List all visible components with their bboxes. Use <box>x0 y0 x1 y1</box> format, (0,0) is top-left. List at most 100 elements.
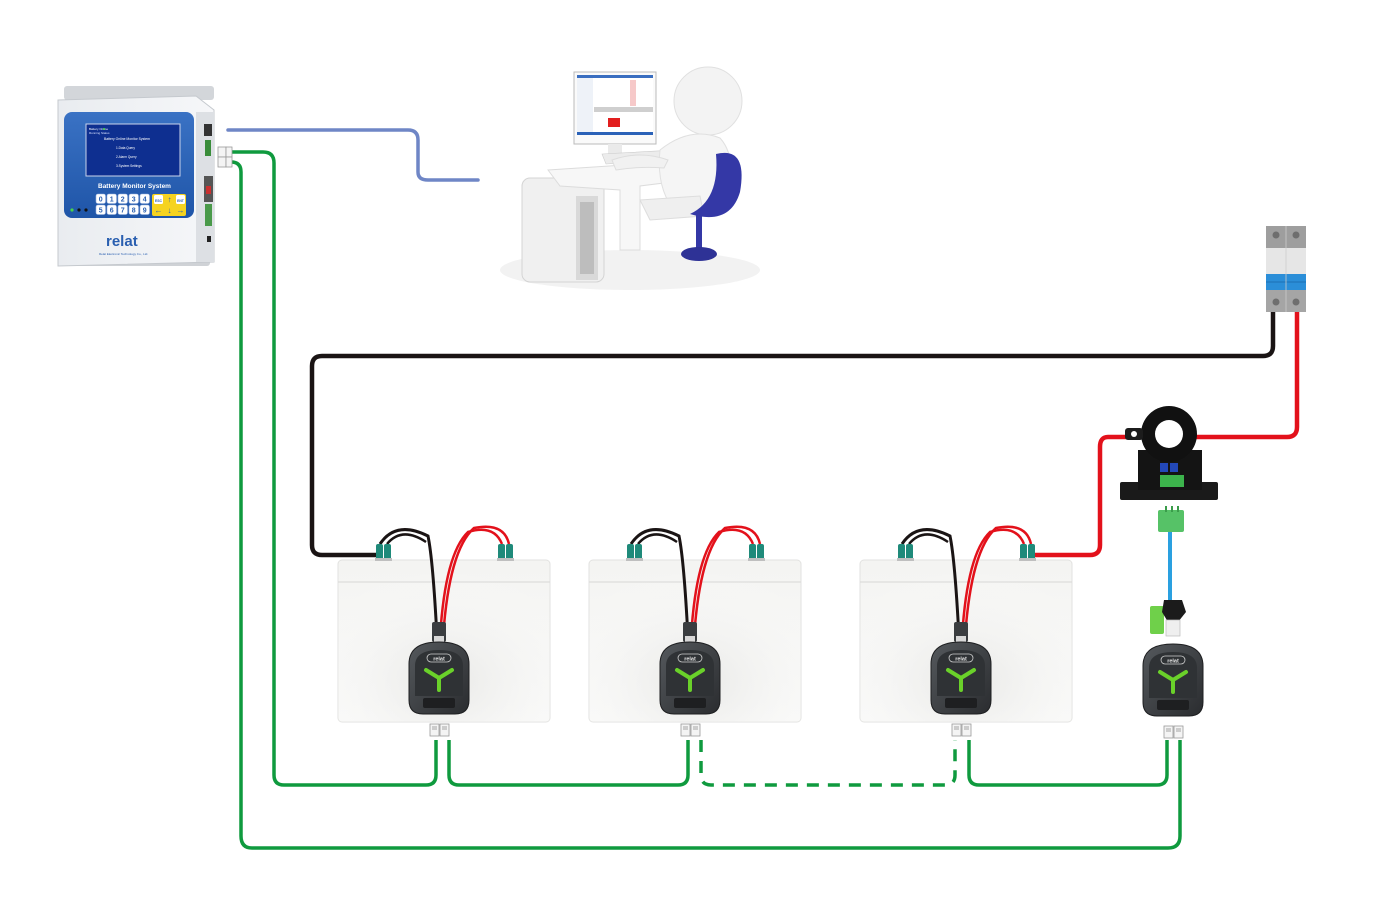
keypad-key-label: 8 <box>132 207 136 214</box>
positive-sense-lead <box>438 528 504 639</box>
keypad-key-label: 6 <box>110 207 114 214</box>
keypad-key-0[interactable]: 0 <box>95 193 106 204</box>
chair <box>681 152 742 261</box>
signal-plug <box>1162 600 1186 622</box>
module-status-panel <box>423 698 455 708</box>
negative-sense-lead <box>378 528 439 639</box>
keypad-key-label: 3 <box>132 196 136 203</box>
module-brand-logo: relat <box>684 657 696 663</box>
keypad-key-7[interactable]: 7 <box>117 204 128 215</box>
led-run <box>70 208 74 212</box>
nav-key-label: ESC <box>155 199 163 203</box>
nav-key-label: ENT <box>177 199 185 203</box>
sensor-input-plug <box>1150 606 1164 634</box>
battery-1[interactable]: relat <box>337 525 551 737</box>
module-logo-y-icon <box>946 668 976 692</box>
nav-key-5[interactable]: → <box>177 206 185 215</box>
battery-monitor-host[interactable]: Battery Online Running Status Battery On… <box>57 86 233 267</box>
positive-sense-lead <box>689 528 755 639</box>
positive-cable <box>1034 312 1300 558</box>
keypad-key-1[interactable]: 1 <box>106 193 117 204</box>
battery-terminal-connector <box>375 544 392 561</box>
nav-key-label: ↓ <box>168 206 172 215</box>
led-com <box>77 208 81 212</box>
comm-bus-battery-n-to-current-module <box>967 740 1169 787</box>
host-brand-logo: relat <box>106 233 138 250</box>
bus-port-1[interactable] <box>217 146 227 158</box>
keypad-key-5[interactable]: 5 <box>95 204 106 215</box>
keypad-key-8[interactable]: 8 <box>128 204 139 215</box>
lan-port[interactable] <box>204 124 212 136</box>
comm-bus-host-to-battery-1 <box>232 150 438 787</box>
monitor-module[interactable]: relat <box>408 622 470 737</box>
figure-person <box>611 66 743 221</box>
battery-2[interactable]: relat <box>588 525 802 737</box>
pc-tower <box>521 177 605 283</box>
module-logo-y-icon <box>1158 670 1188 694</box>
keypad-key-6[interactable]: 6 <box>106 204 117 215</box>
nav-key-2[interactable]: ENT <box>176 195 185 204</box>
monitor-module[interactable]: relat <box>1142 643 1204 739</box>
keypad-key-9[interactable]: 9 <box>139 204 150 215</box>
screen-header: Battery Online <box>89 127 108 131</box>
battery-n[interactable]: relat <box>859 525 1073 737</box>
svg-text:Running Status: Running Status <box>89 131 110 135</box>
module-brand-logo: relat <box>433 657 445 663</box>
keypad-key-label: 0 <box>99 196 103 203</box>
battery-terminal-connector <box>497 544 514 561</box>
battery-terminal-connector <box>1019 544 1036 561</box>
keypad-key-label: 4 <box>143 196 147 203</box>
monitor-module[interactable]: relat <box>659 622 721 737</box>
terminal-block <box>205 140 211 156</box>
comm-bus-battery-1-to-battery-2 <box>447 740 690 787</box>
module-brand-logo: relat <box>1167 659 1179 665</box>
led-lan <box>84 208 88 212</box>
nav-key-label: ↑ <box>168 195 172 204</box>
module-status-panel <box>1157 700 1189 710</box>
module-logo-y-icon <box>424 668 454 692</box>
negative-sense-lead <box>629 528 690 639</box>
hall-current-sensor[interactable] <box>1120 406 1218 532</box>
module-status-panel <box>945 698 977 708</box>
host-company-name: Relat Electronic Technology Co., Ltd. <box>99 252 148 256</box>
keypad-key-4[interactable]: 4 <box>139 193 150 204</box>
screen-menu-item[interactable]: 3.System Settings <box>116 164 142 168</box>
wires <box>226 128 1300 850</box>
keypad-key-label: 7 <box>121 207 125 214</box>
keypad-key-label: 9 <box>143 207 147 214</box>
monitor-module[interactable]: relat <box>930 622 992 737</box>
battery-terminal-connector <box>626 544 643 561</box>
battery-string: relat relat relat <box>337 525 1073 737</box>
sensor-connector <box>1158 510 1184 532</box>
nav-key-1[interactable]: ↑ <box>168 195 172 204</box>
nav-key-4[interactable]: ↓ <box>168 206 172 215</box>
nav-key-label: → <box>177 206 185 215</box>
module-brand-logo: relat <box>955 657 967 663</box>
current-acquisition-module[interactable]: relat <box>1142 600 1204 739</box>
host-screen: Battery Online Running Status Battery On… <box>85 123 181 177</box>
negative-cable <box>309 312 1276 558</box>
nav-key-label: ← <box>155 206 163 215</box>
screen-menu-item[interactable]: 2.Alarm Query <box>116 155 137 159</box>
battery-terminal-connector <box>897 544 914 561</box>
comm-bus-battery-2-to-battery-n <box>699 740 957 787</box>
io-terminal <box>205 204 212 226</box>
ethernet-cable <box>226 128 480 182</box>
nav-key-3[interactable]: ← <box>155 206 163 215</box>
keypad-key-label: 2 <box>121 196 125 203</box>
screen-menu-item[interactable]: 1.Data Query <box>116 146 135 150</box>
nav-key-0[interactable]: ESC <box>154 195 163 204</box>
monitoring-workstation[interactable] <box>500 66 760 290</box>
keypad-key-2[interactable]: 2 <box>117 193 128 204</box>
module-logo-y-icon <box>675 668 705 692</box>
circuit-breaker[interactable] <box>1266 226 1306 312</box>
negative-sense-lead <box>900 528 961 639</box>
status-leds <box>70 208 88 212</box>
module-status-panel <box>674 698 706 708</box>
host-title: Battery Monitor System <box>98 183 171 190</box>
bus-port-2[interactable] <box>217 156 227 168</box>
keypad-key-3[interactable]: 3 <box>128 193 139 204</box>
comm-bus-current-module-to-host <box>230 160 1182 850</box>
